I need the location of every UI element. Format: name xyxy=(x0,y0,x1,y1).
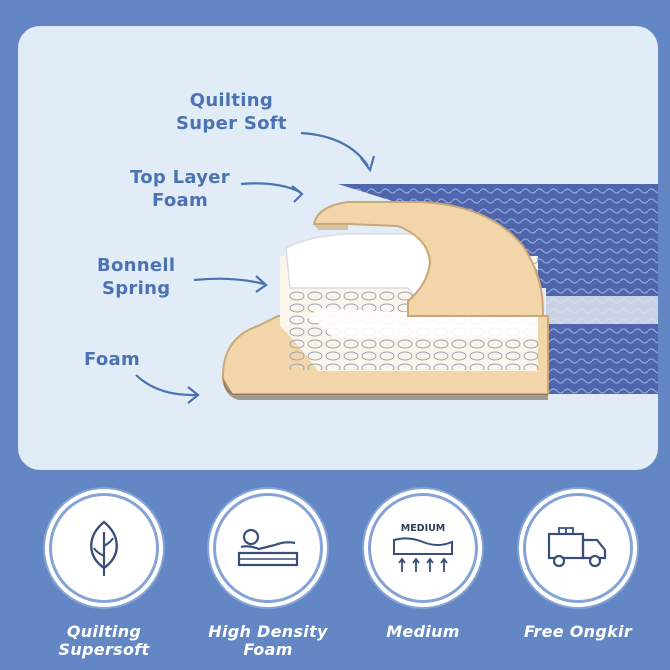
callout-quilting: Quilting Super Soft xyxy=(176,89,287,135)
feature-circle xyxy=(213,493,323,603)
feature-circle xyxy=(523,493,633,603)
feature-label-line2: Supersoft xyxy=(58,640,150,659)
leaf-icon xyxy=(90,520,118,576)
callout-foam: Foam xyxy=(84,349,141,370)
foam-shadow xyxy=(223,378,548,400)
callout-top-layer-line2: Foam xyxy=(151,190,209,211)
foam-body-icon xyxy=(237,528,299,567)
bonnell-arrow xyxy=(193,277,265,286)
top-layer-foam xyxy=(312,201,544,317)
feature-quilting-supersoft: Quilting Supersoft xyxy=(29,493,179,659)
callout-top-layer-line1: Top Layer xyxy=(130,167,230,188)
feature-label-line1: Free Ongkir xyxy=(523,622,633,641)
feature-label: Free Ongkir xyxy=(503,623,653,641)
feature-free-ongkir: Free Ongkir xyxy=(503,493,653,641)
feature-circle xyxy=(49,493,159,603)
quilt-side-stripe xyxy=(540,296,658,324)
quilting-arrow-head xyxy=(360,155,376,173)
callout-bonnell: Bonnell Spring xyxy=(97,254,175,300)
foam-arrow xyxy=(135,374,197,397)
feature-label: Medium xyxy=(348,623,498,641)
medium-icon-text: MEDIUM xyxy=(401,523,446,534)
callout-quilting-line2: Super Soft xyxy=(176,113,287,134)
callout-bonnell-line1: Bonnell xyxy=(97,255,176,276)
top-layer-arrow xyxy=(240,182,301,193)
bonnell-arrow-head xyxy=(255,275,268,293)
feature-label: Quilting Supersoft xyxy=(29,623,179,659)
feature-label-line2: Foam xyxy=(243,640,293,659)
feature-label-line1: Medium xyxy=(386,622,460,641)
feature-circle: MEDIUM xyxy=(368,493,478,603)
top-layer-arrow-head xyxy=(291,185,304,203)
callout-quilting-line1: Quilting xyxy=(189,90,274,111)
feature-label: High Density Foam xyxy=(193,623,343,659)
quilt-side xyxy=(540,324,658,394)
feature-high-density-foam: High Density Foam xyxy=(193,493,343,659)
top-foam-edge xyxy=(314,224,348,230)
callout-bonnell-line2: Spring xyxy=(101,278,171,299)
foam-arrow-head xyxy=(187,386,200,404)
quilting-arrow xyxy=(300,131,369,167)
feature-label-line1: Quilting xyxy=(66,622,142,641)
medium-firmness-icon: MEDIUM xyxy=(393,523,453,572)
feature-label-line1: High Density xyxy=(208,622,328,641)
delivery-truck-icon xyxy=(547,527,607,568)
mattress-diagram-panel: Quilting Super Soft Top Layer Foam Bonne… xyxy=(18,26,658,470)
callout-top-layer: Top Layer Foam xyxy=(130,166,230,212)
mattress-cutaway-illustration xyxy=(135,131,658,404)
feature-medium: MEDIUM Medium xyxy=(348,493,498,641)
